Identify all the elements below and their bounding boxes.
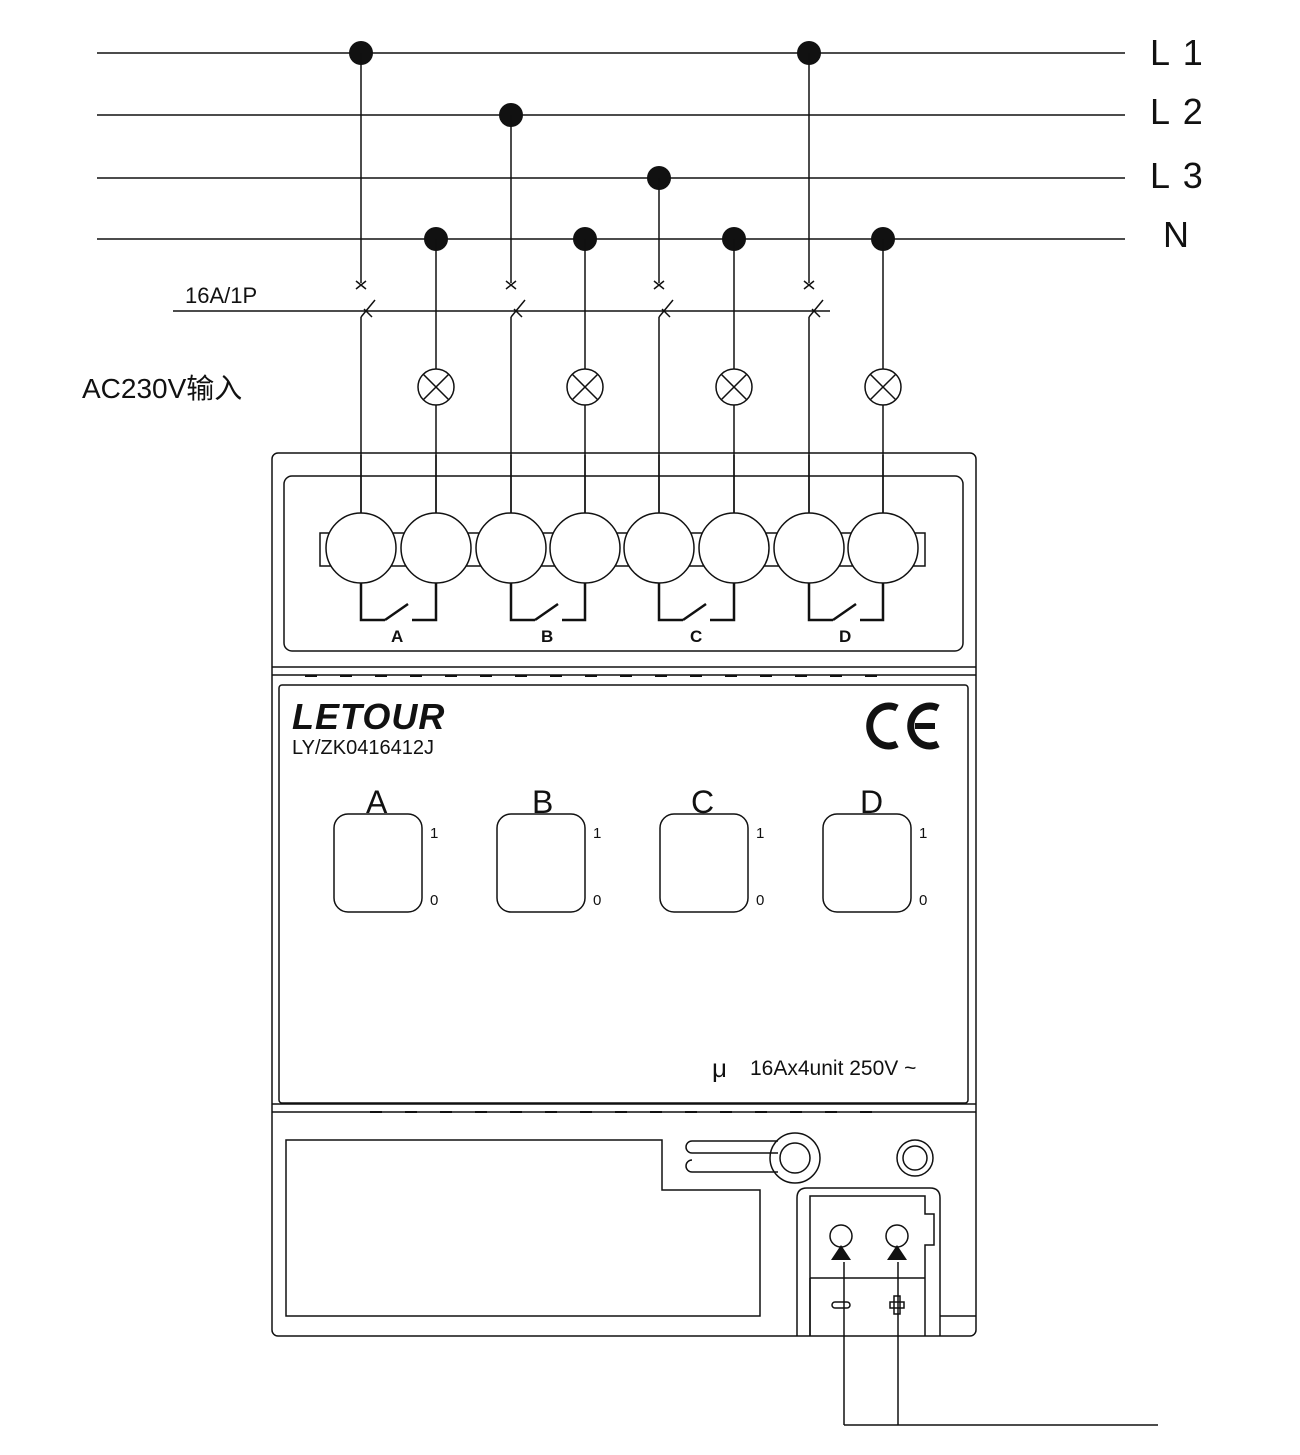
device-body: [271, 452, 977, 1337]
lamp-icon: [715, 368, 753, 406]
bus-terminal-plus: [885, 1224, 909, 1248]
label-window: [285, 1139, 761, 1317]
terminal-screw: [549, 512, 621, 584]
terminal-label-d: D: [839, 627, 851, 646]
bus-label-l2: L 2: [1150, 91, 1205, 132]
brand-logo: LETOUR: [292, 696, 445, 737]
terminal-screw: [400, 512, 472, 584]
plus-icon: [889, 1295, 905, 1315]
ce-mark: [866, 702, 940, 750]
button-label-d: D: [860, 784, 883, 820]
bus-connector: [796, 1187, 941, 1336]
breaker-c: [653, 280, 674, 318]
rating-text: 16Ax4unit 250V ~: [750, 1057, 916, 1080]
manual-button-a[interactable]: [333, 813, 423, 913]
position-on-d: 1: [919, 825, 927, 842]
terminal-screw: [773, 512, 845, 584]
breakers: [355, 280, 824, 318]
relay-contact-a: [359, 583, 438, 622]
position-off-d: 0: [919, 892, 927, 909]
lamp-icon: [864, 368, 902, 406]
programming-led: [685, 1132, 821, 1184]
button-label-b: B: [532, 784, 553, 820]
rating-symbol: μ: [712, 1053, 727, 1083]
button-label-c: C: [691, 784, 714, 820]
breaker-label: 16A/1P: [185, 283, 257, 308]
relay-contact-d: [807, 583, 885, 622]
bus-terminal-minus: [829, 1224, 853, 1248]
programming-button[interactable]: [896, 1139, 934, 1177]
terminal-screw: [325, 512, 397, 584]
manual-button-c[interactable]: [659, 813, 749, 913]
position-off-c: 0: [756, 892, 764, 909]
device-outline: [271, 452, 977, 1337]
breaker-a: [355, 280, 376, 318]
terminal-screw: [698, 512, 770, 584]
bus-label-l1: L 1: [1150, 32, 1205, 73]
relay-contact-c: [657, 583, 736, 622]
arrow-up-icon: [887, 1245, 907, 1260]
arrow-up-icon: [831, 1245, 851, 1260]
position-on-b: 1: [593, 825, 601, 842]
bus-lines: [97, 52, 1125, 240]
button-label-a: A: [366, 784, 388, 820]
lamp-icon: [566, 368, 604, 406]
terminal-strip: [319, 455, 926, 584]
model-number: LY/ZK0416412J: [292, 737, 434, 759]
minus-icon: [831, 1301, 851, 1309]
terminal-label-c: C: [690, 627, 702, 646]
terminal-screw: [847, 512, 919, 584]
relay-contact-b: [509, 583, 587, 622]
position-on-c: 1: [756, 825, 764, 842]
position-on-a: 1: [430, 825, 438, 842]
terminal-screw: [623, 512, 695, 584]
bus-label-n: N: [1163, 214, 1191, 255]
lamp-icon: [417, 368, 455, 406]
bus-cable: [843, 1262, 1158, 1426]
breaker-d: [803, 280, 824, 318]
terminal-cover-top: [283, 475, 964, 652]
manual-button-d[interactable]: [822, 813, 912, 913]
input-label: AC230V输入: [82, 373, 242, 404]
position-off-b: 0: [593, 892, 601, 909]
lamps: [417, 368, 902, 406]
terminal-label-a: A: [391, 627, 403, 646]
manual-buttons: [333, 813, 912, 913]
junction-dots: [349, 41, 895, 251]
terminal-screw: [475, 512, 547, 584]
position-off-a: 0: [430, 892, 438, 909]
terminal-bar: [319, 532, 926, 567]
bottom-section: [285, 1132, 976, 1336]
terminal-label-b: B: [541, 627, 553, 646]
vent-slots: [305, 675, 877, 1113]
manual-button-b[interactable]: [496, 813, 586, 913]
breaker-b: [505, 280, 526, 318]
bus-label-l3: L 3: [1150, 155, 1205, 196]
front-panel: [278, 684, 969, 1104]
relay-contacts: [359, 583, 885, 622]
